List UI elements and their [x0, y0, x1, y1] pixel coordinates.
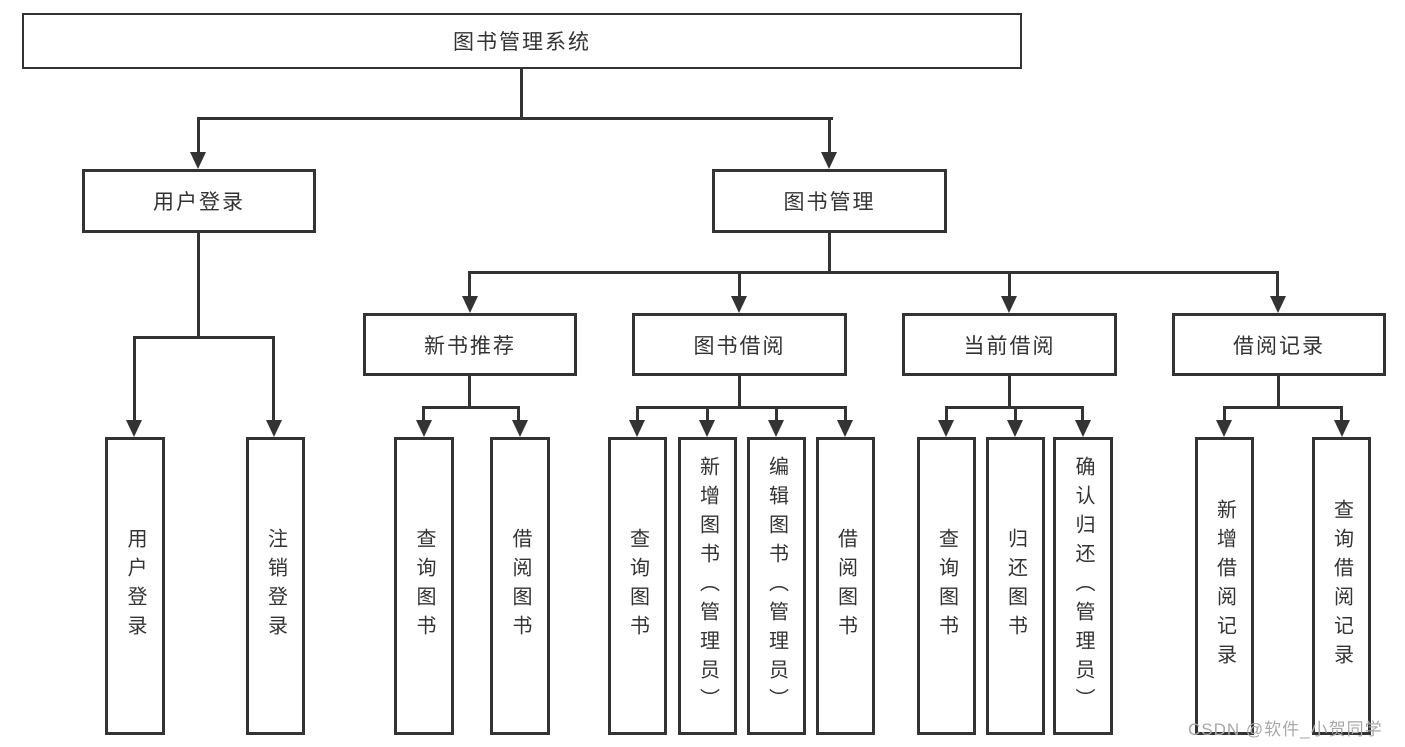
arrow-down-icon — [462, 296, 478, 313]
connector-drop — [1276, 271, 1279, 297]
connector-current-stem — [1008, 376, 1011, 406]
connector-drop — [272, 336, 275, 421]
leaf-label: 查询图书 — [935, 528, 958, 644]
arrow-down-icon — [1334, 420, 1350, 437]
connector-user-login-stem — [197, 233, 200, 336]
connector-borrowing-branch — [636, 406, 846, 409]
leaf-query-books-borrowing: 查询图书 — [608, 437, 667, 735]
arrow-down-icon — [1216, 420, 1232, 437]
leaf-query-borrow-record: 查询借阅记录 — [1312, 437, 1371, 735]
connector-drop — [1340, 406, 1343, 421]
leaf-label: 编辑图书（管理员） — [765, 455, 788, 717]
arrow-down-icon — [1001, 296, 1017, 313]
connector-drop-user-login — [197, 117, 200, 153]
leaf-add-borrow-record: 新增借阅记录 — [1195, 437, 1254, 735]
connector-drop — [422, 406, 425, 421]
connector-drop — [945, 406, 948, 421]
connector-drop — [1223, 406, 1226, 421]
connector-records-stem — [1277, 376, 1280, 406]
connector-root-stem — [520, 69, 523, 117]
leaf-edit-book-admin: 编辑图书（管理员） — [747, 437, 806, 735]
leaf-label: 借阅图书 — [509, 528, 531, 644]
leaf-borrow-books-recommend: 借阅图书 — [490, 437, 550, 735]
node-label: 借阅记录 — [1233, 334, 1325, 358]
node-user-login: 用户登录 — [82, 169, 316, 233]
leaf-label: 新增借阅记录 — [1213, 499, 1236, 673]
arrow-down-icon — [837, 420, 853, 437]
leaf-label: 查询图书 — [413, 528, 435, 644]
connector-recommend-branch — [422, 406, 520, 409]
node-label: 新书推荐 — [424, 334, 516, 358]
leaf-label: 查询借阅记录 — [1330, 499, 1353, 673]
arrow-down-icon — [1075, 420, 1091, 437]
connector-drop — [133, 336, 136, 421]
node-label: 用户登录 — [153, 191, 245, 214]
arrow-down-icon — [821, 152, 837, 169]
connector-drop — [517, 406, 520, 421]
leaf-logout: 注销登录 — [246, 437, 305, 735]
node-label: 当前借阅 — [963, 334, 1056, 358]
arrow-down-icon — [699, 420, 715, 437]
connector-drop — [775, 406, 778, 421]
csdn-watermark: CSDN @软件_小贺同学 — [1188, 720, 1383, 739]
node-new-book-recommendation: 新书推荐 — [363, 313, 577, 376]
leaf-query-books-recommend: 查询图书 — [394, 437, 454, 735]
leaf-add-book-admin: 新增图书（管理员） — [678, 437, 737, 735]
connector-user-login-branch — [133, 336, 275, 339]
arrow-down-icon — [1007, 420, 1023, 437]
connector-book-management-branch — [468, 271, 1279, 274]
leaf-borrow-books-borrowing: 借阅图书 — [816, 437, 875, 735]
node-label: 图书管理系统 — [453, 31, 591, 54]
connector-records-branch — [1223, 406, 1342, 409]
arrow-down-icon — [190, 152, 206, 169]
leaf-label: 借阅图书 — [834, 528, 857, 644]
leaf-return-book: 归还图书 — [986, 437, 1045, 735]
connector-drop — [636, 406, 639, 421]
connector-drop — [1014, 406, 1017, 421]
leaf-label: 新增图书（管理员） — [696, 455, 719, 717]
arrow-down-icon — [629, 420, 645, 437]
connector-recommend-stem — [468, 376, 471, 406]
leaf-label: 用户登录 — [124, 528, 146, 644]
node-library-system: 图书管理系统 — [22, 13, 1022, 69]
arrow-down-icon — [416, 420, 432, 437]
arrow-down-icon — [731, 296, 747, 313]
connector-drop-book-management — [828, 117, 831, 153]
arrow-down-icon — [512, 420, 528, 437]
leaf-confirm-return-admin: 确认归还（管理员） — [1053, 437, 1113, 735]
connector-drop — [844, 406, 847, 421]
arrow-down-icon — [768, 420, 784, 437]
arrow-down-icon — [938, 420, 954, 437]
connector-drop — [1081, 406, 1084, 421]
arrow-down-icon — [266, 420, 282, 437]
leaf-label: 确认归还（管理员） — [1072, 455, 1094, 717]
arrow-down-icon — [126, 420, 142, 437]
connector-drop — [706, 406, 709, 421]
node-borrowing-records: 借阅记录 — [1172, 313, 1386, 376]
connector-drop — [468, 271, 471, 297]
leaf-query-books-current: 查询图书 — [917, 437, 976, 735]
node-label: 图书借阅 — [693, 334, 786, 358]
arrow-down-icon — [1270, 296, 1286, 313]
connector-root-branch — [197, 117, 833, 120]
connector-borrowing-stem — [738, 376, 741, 406]
connector-drop — [1008, 271, 1011, 297]
node-current-borrowing: 当前借阅 — [902, 313, 1117, 376]
leaf-user-login: 用户登录 — [105, 437, 165, 735]
node-label: 图书管理 — [783, 191, 876, 214]
leaf-label: 归还图书 — [1004, 528, 1027, 644]
node-book-borrowing: 图书借阅 — [632, 313, 847, 376]
node-book-management: 图书管理 — [712, 169, 947, 233]
leaf-label: 查询图书 — [626, 528, 649, 644]
connector-book-management-stem — [828, 233, 831, 271]
connector-drop — [738, 271, 741, 297]
leaf-label: 注销登录 — [264, 528, 287, 644]
